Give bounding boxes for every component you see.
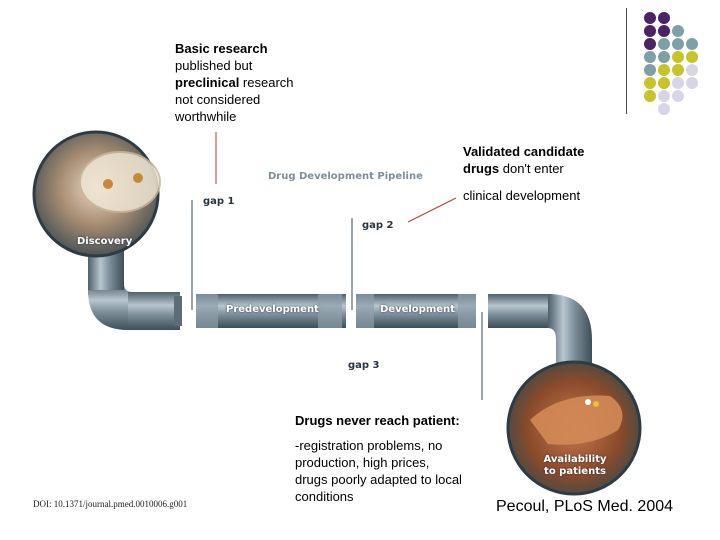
decorative-dot: [658, 90, 670, 102]
callout-line-validated: [407, 197, 457, 223]
discovery-label: Discovery: [77, 236, 133, 247]
decorative-dot: [644, 90, 656, 102]
decorative-dot: [658, 25, 670, 37]
validated-text: Validated candidate drugs don't enter cl…: [463, 143, 643, 204]
basic-research-line4: not considered: [175, 92, 261, 107]
decorative-dot: [686, 51, 698, 63]
decorative-dot: [658, 103, 670, 115]
decorative-dot: [672, 64, 684, 76]
decorative-dot: [644, 12, 656, 24]
doi-text: DOI: 10.1371/journal.pmed.0010006.g001: [33, 499, 188, 509]
predevelopment-label: Predevelopment: [226, 304, 319, 315]
decorative-dot: [672, 38, 684, 50]
pipeline-title: Drug Development Pipeline: [268, 171, 423, 182]
basic-research-line5: worthwhile: [175, 109, 237, 124]
validated-heading: Validated candidate: [463, 144, 585, 159]
basic-research-text: Basic research published but preclinical…: [175, 40, 335, 125]
gap2-label: gap 2: [362, 220, 394, 231]
pipe-flange-1: [174, 296, 182, 326]
decorative-dot: [644, 51, 656, 63]
decorative-dot: [658, 77, 670, 89]
pipe-segment-development: [356, 294, 476, 328]
pipe-segment-right: [488, 294, 552, 328]
pipe-elbow-right: [548, 294, 592, 372]
decorative-dot: [644, 25, 656, 37]
decorative-dot: [658, 64, 670, 76]
pill-white: [585, 399, 591, 405]
never-reach-text: Drugs never reach patient: -registration…: [295, 412, 475, 505]
dot-grid-decoration: [626, 8, 720, 118]
decorative-dot: [686, 64, 698, 76]
decorative-dot: [658, 12, 670, 24]
decorative-dot: [644, 64, 656, 76]
dot-grid-divider: [626, 8, 627, 114]
decorative-dot: [686, 38, 698, 50]
hand-shape: [530, 395, 623, 445]
gap1-label: gap 1: [203, 196, 235, 207]
never-reach-body: -registration problems, no production, h…: [295, 438, 462, 504]
never-reach-heading: Drugs never reach patient:: [295, 413, 460, 428]
development-label: Development: [380, 304, 455, 315]
petri-spot-1: [103, 179, 113, 189]
decorative-dot: [658, 51, 670, 63]
decorative-dot: [644, 77, 656, 89]
basic-research-line2: published but: [175, 58, 253, 73]
pipe-flange-3: [318, 294, 342, 328]
drugs-word: drugs: [463, 161, 500, 176]
decorative-dot: [672, 77, 684, 89]
decorative-dot: [672, 25, 684, 37]
pipe-flange-4: [356, 294, 374, 328]
decorative-dot: [672, 51, 684, 63]
petri-dish: [79, 151, 161, 213]
pipe-flange-2: [196, 294, 218, 328]
pipe-flange-5: [458, 294, 476, 328]
preclinical-word: preclinical: [175, 75, 240, 90]
validated-line3: clinical development: [463, 188, 581, 203]
pill-yellow: [593, 401, 599, 407]
decorative-dot: [672, 90, 684, 102]
decorative-dot: [644, 38, 656, 50]
decorative-dot: [686, 77, 698, 89]
gap3-label: gap 3: [348, 360, 380, 371]
pipe-segment-1: [128, 292, 180, 330]
petri-spot-2: [133, 173, 143, 183]
basic-research-heading: Basic research: [175, 41, 268, 56]
basic-research-line3-rest: research: [239, 75, 294, 90]
decorative-dot: [658, 38, 670, 50]
validated-line2-rest: don't enter: [499, 161, 564, 176]
citation-text: Pecoul, PLoS Med. 2004: [496, 498, 674, 515]
availability-label: Availability to patients: [543, 454, 607, 477]
